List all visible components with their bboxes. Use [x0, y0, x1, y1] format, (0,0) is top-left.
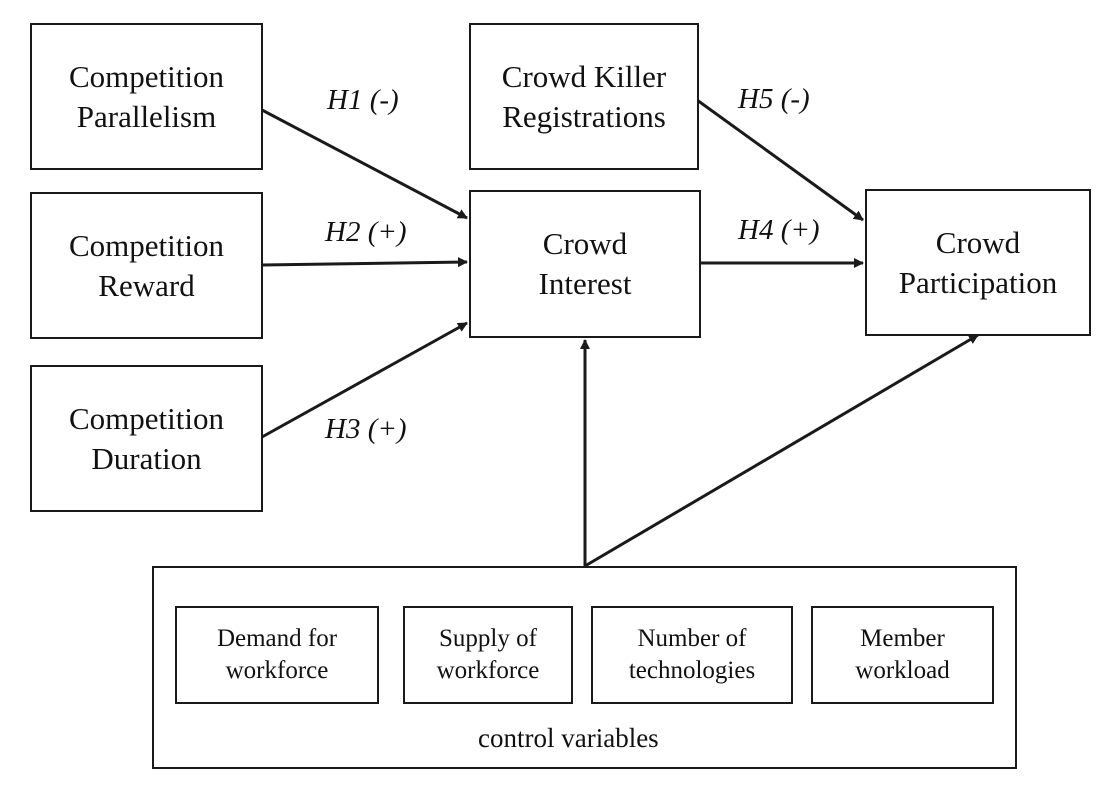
competition-parallelism-label: Competition Parallelism	[69, 58, 224, 134]
crowd-killer-registrations-box: Crowd Killer Registrations	[469, 23, 699, 170]
control-demand-for-workforce-label: Demand for workforce	[216, 625, 338, 684]
control-variables-caption: control variables	[478, 723, 659, 753]
crowd-interest-label: Crowd Interest	[538, 226, 632, 301]
control-demand-for-workforce: Demand for workforce	[175, 606, 379, 704]
crowd-interest-box: Crowd Interest	[469, 190, 701, 338]
competition-duration-box: Competition Duration	[30, 365, 263, 512]
control-variables-box	[152, 566, 1017, 769]
hypothesis-h1-label: H1 (-)	[327, 84, 399, 116]
arrow-controls-to-participation	[584, 333, 979, 568]
hypothesis-h5-label: H5 (-)	[738, 83, 810, 115]
control-number-of-technologies-label: Number of technologies	[628, 625, 756, 684]
crowd-participation-label: Crowd Participation	[898, 224, 1058, 300]
crowd-participation-box: Crowd Participation	[865, 189, 1091, 336]
competition-reward-label: Competition Reward	[69, 227, 224, 303]
arrow-h1	[261, 108, 468, 220]
competition-reward-box: Competition Reward	[30, 192, 263, 339]
competition-duration-label: Competition Duration	[69, 400, 224, 476]
hypothesis-h3-label: H3 (+)	[325, 413, 407, 445]
crowd-killer-registrations-label: Crowd Killer Registrations	[501, 58, 667, 134]
control-member-workload-label: Member workload	[855, 625, 950, 684]
arrow-h2	[261, 257, 468, 268]
arrow-h3	[261, 321, 468, 439]
hypothesis-h2-label: H2 (+)	[325, 216, 407, 248]
arrow-h5	[696, 98, 864, 222]
competition-parallelism-box: Competition Parallelism	[30, 23, 263, 170]
control-supply-of-workforce: Supply of workforce	[403, 606, 573, 704]
control-member-workload: Member workload	[811, 606, 994, 704]
hypothesis-h4-label: H4 (+)	[738, 214, 820, 246]
control-supply-of-workforce-label: Supply of workforce	[436, 625, 540, 684]
control-number-of-technologies: Number of technologies	[591, 606, 793, 704]
